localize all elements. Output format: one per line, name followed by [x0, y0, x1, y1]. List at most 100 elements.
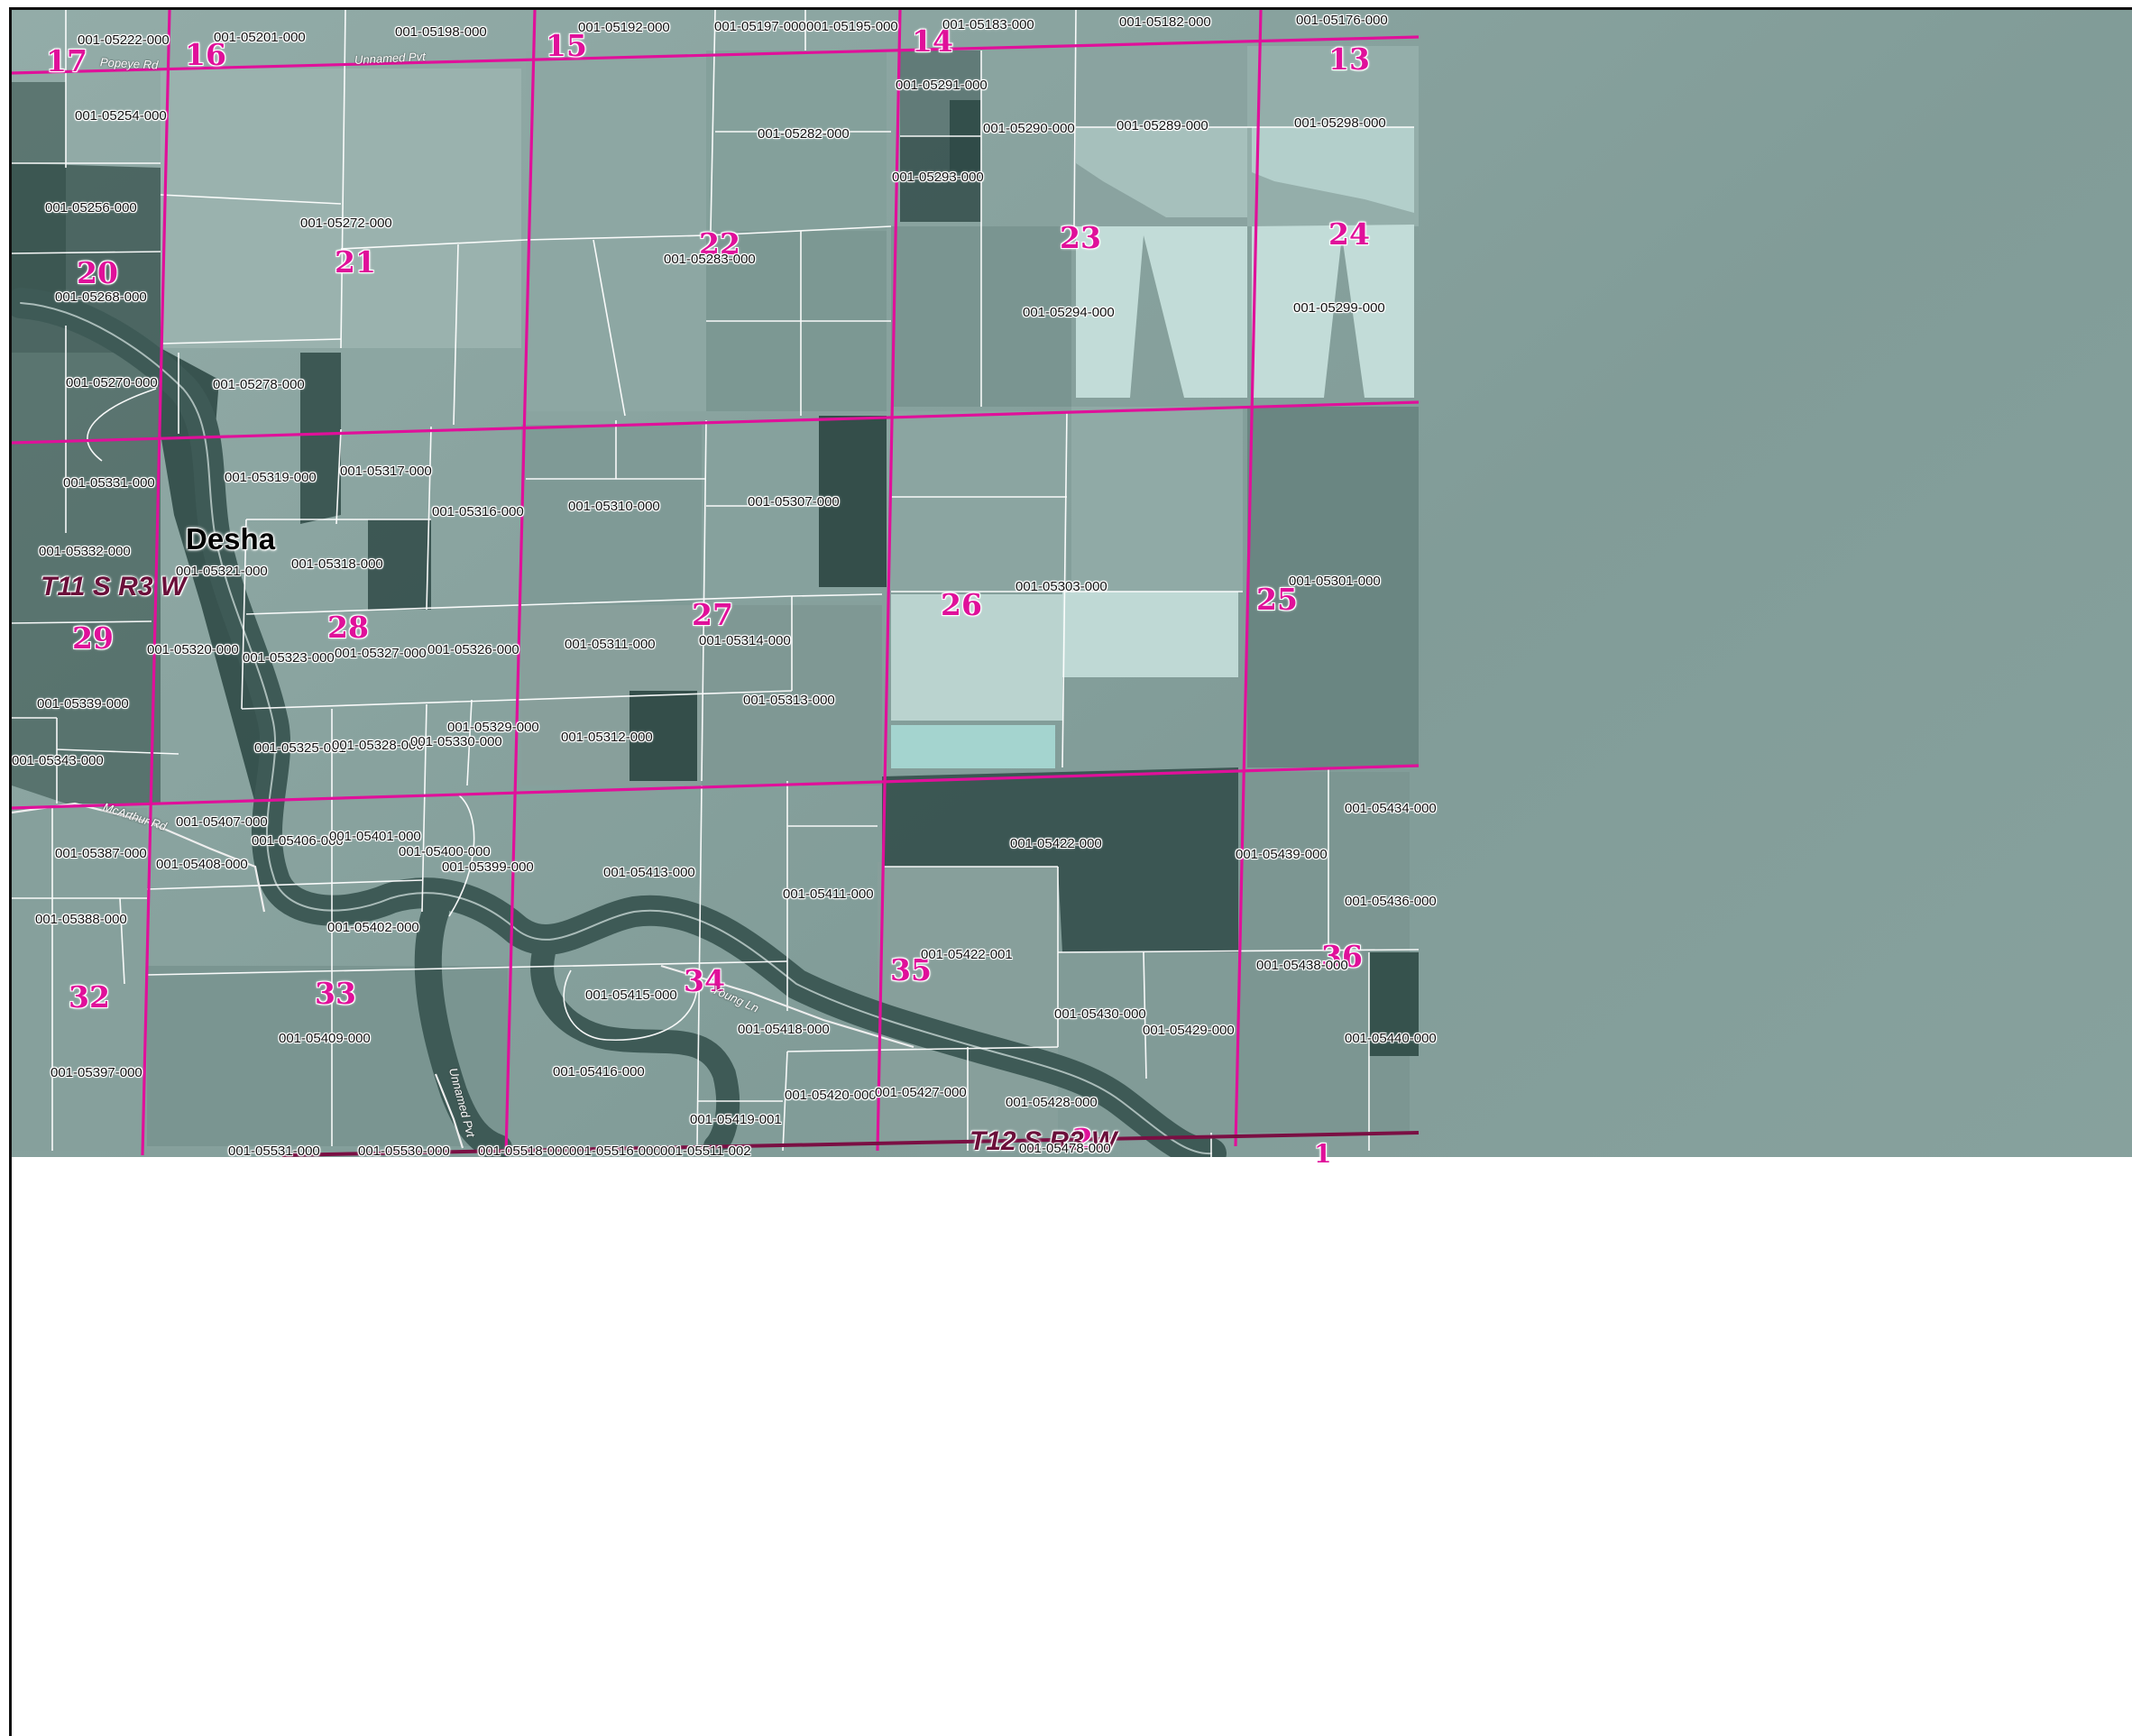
- parcel-label[interactable]: 001-05328-000: [332, 738, 424, 753]
- parcel-label[interactable]: 001-05254-000: [75, 108, 167, 124]
- section-label: 33: [315, 976, 356, 1011]
- parcel-label[interactable]: 001-05326-000: [427, 642, 519, 657]
- road-label: Popeye Rd: [99, 55, 159, 72]
- parcel-label[interactable]: 001-05516-000: [569, 1144, 661, 1159]
- parcel-label[interactable]: 001-05388-000: [35, 912, 127, 927]
- parcel-label[interactable]: 001-05182-000: [1119, 14, 1211, 30]
- parcel-label[interactable]: 001-05406-000: [252, 833, 344, 849]
- parcel-label[interactable]: 001-05408-000: [156, 857, 248, 872]
- parcel-label[interactable]: 001-05387-000: [55, 846, 147, 861]
- parcel-label[interactable]: 001-05197-000: [714, 19, 806, 34]
- parcel-label[interactable]: 001-05415-000: [585, 987, 677, 1003]
- parcel-label[interactable]: 001-05318-000: [291, 556, 383, 572]
- parcel-label[interactable]: 001-05312-000: [561, 730, 653, 745]
- parcel-label[interactable]: 001-05330-000: [410, 734, 502, 749]
- parcel-label[interactable]: 001-05268-000: [55, 289, 147, 305]
- section-label: 28: [327, 610, 369, 645]
- parcel-label[interactable]: 001-05321-000: [176, 564, 268, 579]
- parcel-label[interactable]: 001-05439-000: [1236, 847, 1328, 862]
- parcel-label[interactable]: 001-05402-000: [327, 920, 419, 935]
- parcel-label[interactable]: 001-05270-000: [66, 375, 158, 390]
- parcel-label[interactable]: 001-05278-000: [213, 377, 305, 392]
- parcel-label[interactable]: 001-05339-000: [37, 696, 129, 712]
- section-label: 34: [684, 963, 725, 998]
- parcel-label[interactable]: 001-05317-000: [340, 464, 432, 479]
- parcel-label[interactable]: 001-05399-000: [442, 859, 534, 875]
- parcel-label[interactable]: 001-05272-000: [300, 216, 392, 231]
- parcel-label[interactable]: 001-05331-000: [63, 475, 155, 491]
- river: [12, 288, 1227, 1170]
- parcel-label[interactable]: 001-05416-000: [553, 1064, 645, 1079]
- parcel-label[interactable]: 001-05422-001: [921, 947, 1013, 962]
- parcel-label[interactable]: 001-05329-000: [447, 720, 539, 735]
- parcel-label[interactable]: 001-05222-000: [78, 32, 170, 48]
- parcel-label[interactable]: 001-05319-000: [225, 470, 317, 485]
- parcel-label[interactable]: 001-05418-000: [738, 1022, 830, 1037]
- parcel-label[interactable]: 001-05303-000: [1015, 579, 1107, 594]
- parcel-label[interactable]: 001-05434-000: [1345, 801, 1437, 816]
- parcel-label[interactable]: 001-05314-000: [699, 633, 791, 648]
- parcel-label[interactable]: 001-05323-000: [243, 650, 335, 666]
- township-label: T11 S R3 W: [41, 572, 187, 602]
- parcel-label[interactable]: 001-05332-000: [39, 544, 131, 559]
- parcel-label[interactable]: 001-05401-000: [329, 829, 421, 844]
- parcel-label[interactable]: 001-05422-000: [1010, 836, 1102, 851]
- parcel-label[interactable]: 001-05531-000: [228, 1144, 320, 1159]
- section-label: 32: [69, 979, 110, 1015]
- parcel-label[interactable]: 001-05201-000: [214, 30, 306, 45]
- parcel-label[interactable]: 001-05298-000: [1294, 115, 1386, 131]
- parcel-label[interactable]: 001-05343-000: [12, 753, 104, 768]
- parcel-label[interactable]: 001-05256-000: [45, 200, 137, 216]
- parcel-label[interactable]: 001-05325-001: [254, 740, 346, 756]
- parcel-label[interactable]: 001-05301-000: [1289, 574, 1381, 589]
- parcel-label[interactable]: 001-05327-000: [335, 646, 427, 661]
- parcel-label[interactable]: 001-05428-000: [1006, 1095, 1098, 1110]
- section-label: 22: [699, 226, 740, 262]
- parcel-label[interactable]: 001-05430-000: [1054, 1006, 1146, 1022]
- section-label: 26: [941, 587, 982, 622]
- aerial-parcel-map[interactable]: [12, 10, 2132, 1736]
- parcel-label[interactable]: 001-05440-000: [1345, 1031, 1437, 1046]
- parcel-label[interactable]: 001-05436-000: [1345, 894, 1437, 909]
- parcel-label[interactable]: 001-05289-000: [1117, 118, 1208, 133]
- parcel-label[interactable]: 001-05438-000: [1256, 958, 1348, 973]
- parcel-label[interactable]: 001-05310-000: [568, 499, 660, 514]
- parcel-label[interactable]: 001-05518-000: [478, 1144, 570, 1159]
- parcel-label[interactable]: 001-05313-000: [743, 693, 835, 708]
- parcel-label[interactable]: 001-05293-000: [892, 170, 984, 185]
- parcel-label[interactable]: 001-05511-002: [660, 1144, 751, 1159]
- section-label: 17: [46, 43, 87, 78]
- parcel-label[interactable]: 001-05407-000: [176, 814, 268, 830]
- parcel-label[interactable]: 001-05316-000: [432, 504, 524, 519]
- section-label: 36: [1321, 939, 1363, 974]
- parcel-label[interactable]: 001-05195-000: [806, 19, 898, 34]
- parcel-label[interactable]: 001-05307-000: [748, 494, 840, 510]
- parcel-label[interactable]: 001-05291-000: [896, 78, 988, 93]
- parcel-label[interactable]: 001-05409-000: [279, 1031, 371, 1046]
- parcel-label[interactable]: 001-05427-000: [875, 1085, 967, 1100]
- parcel-label[interactable]: 001-05397-000: [51, 1065, 142, 1080]
- page-margin: [12, 1157, 2132, 1736]
- parcel-label[interactable]: 001-05400-000: [399, 844, 491, 859]
- parcel-label[interactable]: 001-05294-000: [1023, 305, 1115, 320]
- parcel-label[interactable]: 001-05198-000: [395, 24, 487, 40]
- section-label: 27: [692, 597, 733, 632]
- parcel-label[interactable]: 001-05419-001: [690, 1112, 782, 1127]
- parcel-label[interactable]: 001-05320-000: [147, 642, 239, 657]
- parcel-label[interactable]: 001-05282-000: [758, 126, 850, 142]
- parcel-label[interactable]: 001-05413-000: [603, 865, 695, 880]
- parcel-label[interactable]: 001-05290-000: [983, 121, 1075, 136]
- parcel-label[interactable]: 001-05176-000: [1296, 13, 1388, 28]
- parcel-label[interactable]: 001-05411-000: [783, 886, 874, 902]
- parcel-label[interactable]: 001-05311-000: [565, 637, 656, 652]
- parcel-label[interactable]: 001-05478-000: [1019, 1141, 1111, 1156]
- parcel-label[interactable]: 001-05530-000: [358, 1144, 450, 1159]
- parcel-label[interactable]: 001-05299-000: [1293, 300, 1385, 316]
- parcel-label[interactable]: 001-05420-000: [785, 1088, 877, 1103]
- section-label: 1: [1314, 1139, 1332, 1169]
- parcel-label[interactable]: 001-05183-000: [942, 17, 1034, 32]
- parcel-label[interactable]: 001-05429-000: [1143, 1023, 1235, 1038]
- section-label: 13: [1328, 41, 1370, 77]
- parcel-label[interactable]: 001-05192-000: [578, 20, 670, 35]
- parcel-label[interactable]: 001-05283-000: [664, 252, 756, 267]
